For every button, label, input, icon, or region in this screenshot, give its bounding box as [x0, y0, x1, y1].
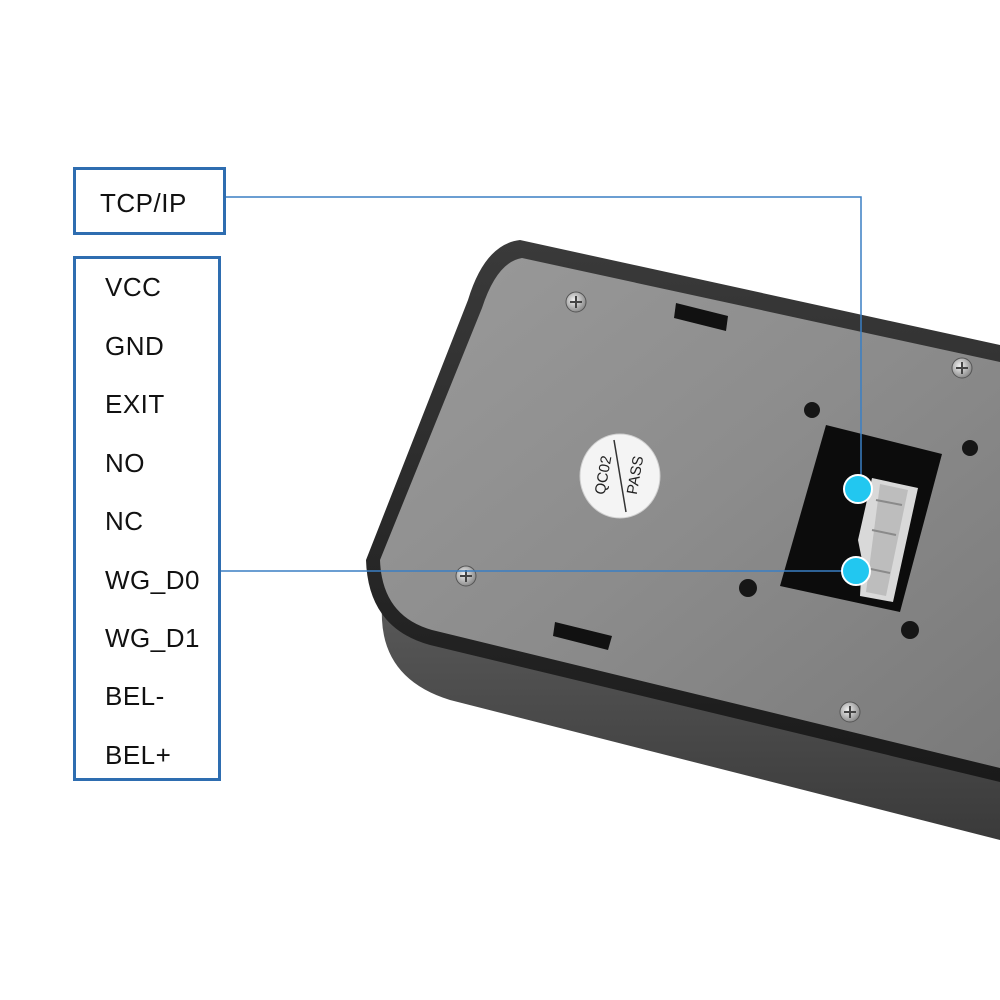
pin-label-wg-d1: WG_D1: [105, 623, 200, 653]
pin-label-vcc: VCC: [105, 272, 162, 302]
pin-label-exit: EXIT: [105, 389, 165, 419]
tcp-ip-label-box: TCP/IP: [73, 167, 226, 235]
pin-label-gnd: GND: [105, 331, 165, 361]
pin-list-box: VCC GND EXIT NO NC WG_D0 WG_D1 BEL- BEL+: [73, 256, 221, 781]
tcp-leader-line: [226, 196, 862, 488]
mount-hole: [739, 579, 757, 597]
device-plate: [380, 258, 1000, 768]
tcp-port-marker: [843, 474, 873, 504]
pin-label-bel-minus: BEL-: [105, 681, 165, 711]
qc-sticker: QC02 PASS: [579, 433, 661, 519]
sticker-text-qc: QC02: [592, 454, 616, 496]
upper-slot: [674, 303, 728, 331]
wg-d0-port-marker: [841, 556, 871, 586]
connector-window: [780, 425, 942, 612]
pin-label-nc: NC: [105, 506, 144, 536]
screw-icon: [565, 291, 587, 313]
screw-icon: [455, 565, 477, 587]
mount-hole: [962, 440, 978, 456]
screw-icon: [839, 701, 861, 723]
lower-slot: [553, 622, 612, 650]
mount-hole: [804, 402, 820, 418]
pin-label-wg-d0: WG_D0: [105, 565, 200, 595]
sticker-text-pass: PASS: [624, 455, 647, 496]
pin-label-bel-plus: BEL+: [105, 740, 172, 770]
screw-icon: [951, 357, 973, 379]
mount-hole: [901, 621, 919, 639]
tcp-ip-label: TCP/IP: [100, 188, 187, 218]
pin-label-no: NO: [105, 448, 145, 478]
